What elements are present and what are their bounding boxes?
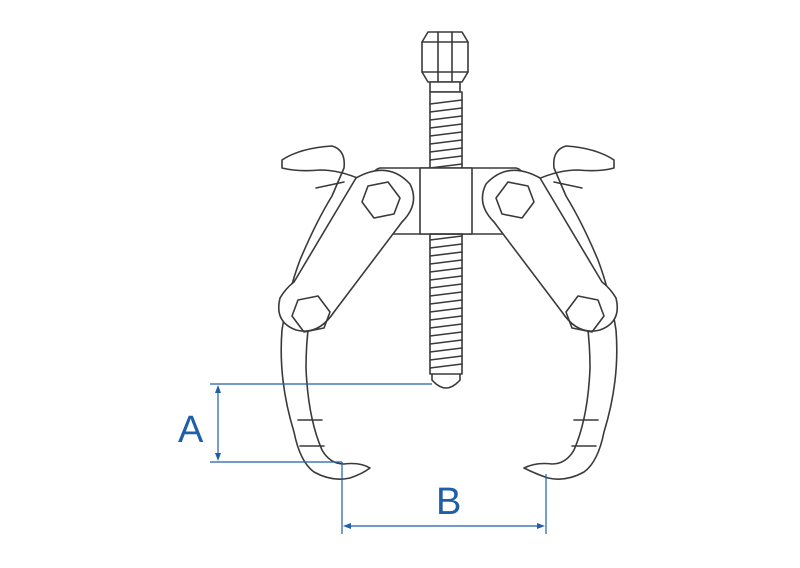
- thread-line: [429, 331, 463, 337]
- thread-line: [429, 355, 463, 361]
- thread-line: [429, 363, 463, 369]
- thread-line: [429, 315, 463, 321]
- thread-line: [429, 275, 463, 281]
- dimension-b-arrow-left: [343, 523, 351, 529]
- right-lower-hex-bolt: [565, 295, 605, 333]
- left-lower-hex-bolt: [291, 295, 331, 333]
- thread-line: [429, 323, 463, 329]
- thread-line: [429, 131, 463, 137]
- thread-line: [429, 235, 463, 241]
- thread-line: [429, 99, 463, 105]
- left-upper-hex-bolt: [361, 181, 401, 219]
- dimension-b-label: B: [436, 481, 461, 523]
- top-hex-nut: [421, 31, 469, 93]
- thread-line: [429, 307, 463, 313]
- dimension-b: [341, 462, 547, 534]
- thread-line: [429, 115, 463, 121]
- thread-line: [429, 123, 463, 129]
- thread-line: [429, 347, 463, 353]
- dimension-a: [210, 383, 432, 463]
- thread-line: [429, 107, 463, 113]
- thread-line: [429, 267, 463, 273]
- thread-line: [429, 339, 463, 345]
- thread-line: [429, 259, 463, 265]
- thread-line: [429, 155, 463, 161]
- dimension-b-arrow-right: [537, 523, 545, 529]
- right-upper-hex-bolt: [495, 181, 535, 219]
- dimension-a-label: A: [178, 409, 204, 451]
- thread-line: [429, 283, 463, 289]
- thread-line: [429, 291, 463, 297]
- thread-line: [429, 251, 463, 257]
- dimension-a-arrow-bottom: [215, 453, 221, 461]
- threaded-rod: [429, 91, 463, 389]
- thread-line: [429, 299, 463, 305]
- dimension-a-arrow-top: [215, 385, 221, 393]
- thread-line: [429, 243, 463, 249]
- thread-line: [429, 139, 463, 145]
- thread-line: [429, 147, 463, 153]
- left-link-arm: [277, 169, 415, 333]
- right-link-arm: [481, 169, 619, 333]
